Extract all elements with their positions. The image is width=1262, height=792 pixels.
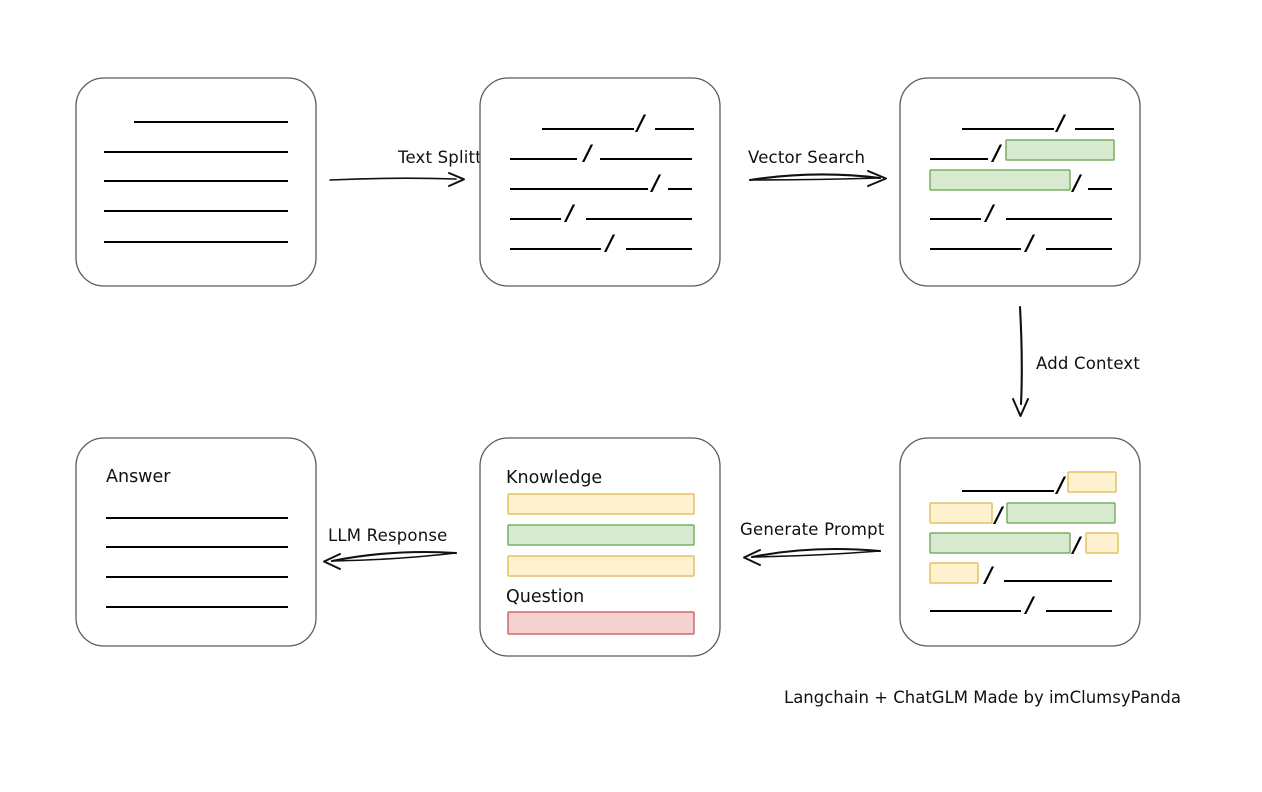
arrow-shaft-2 bbox=[751, 550, 881, 558]
separator-slash: / bbox=[1070, 171, 1083, 195]
edge-label-vector-search: Vector Search bbox=[748, 148, 865, 167]
edge-label-add-context: Add Context bbox=[1036, 354, 1140, 373]
highlight-chip-yellow bbox=[929, 562, 979, 584]
edge-llm-response: LLM Response bbox=[323, 526, 458, 570]
highlight-chip-green bbox=[1005, 139, 1115, 161]
separator-slash: / bbox=[1023, 593, 1036, 617]
edge-add-context: Add Context bbox=[1012, 305, 1140, 417]
diagram-caption: Langchain + ChatGLM Made by imClumsyPand… bbox=[784, 688, 1181, 707]
answer-label: Answer bbox=[106, 467, 171, 487]
edge-label-text-splitter: Text Splitter bbox=[397, 148, 499, 167]
arrow-shaft bbox=[750, 547, 882, 559]
arrow-head bbox=[1012, 398, 1029, 417]
separator-slash: / bbox=[1054, 111, 1067, 135]
knowledge-label: Knowledge bbox=[506, 468, 602, 488]
prompt-document-node: / / / / / bbox=[899, 437, 1141, 647]
highlight-chip-green bbox=[929, 169, 1071, 191]
edge-label-llm-response: LLM Response bbox=[328, 526, 448, 545]
separator-slash: / bbox=[990, 141, 1003, 165]
separator-slash: / bbox=[1023, 231, 1036, 255]
arrow-head bbox=[448, 172, 465, 187]
retrieved-document-node: / / / / / bbox=[899, 77, 1141, 287]
separator-slash: / bbox=[1070, 533, 1083, 557]
separator-slash: / bbox=[649, 171, 662, 195]
edge-vector-search: Vector Search bbox=[748, 148, 887, 187]
arrow-shaft bbox=[329, 177, 457, 181]
arrow-shaft-2 bbox=[749, 177, 881, 181]
separator-slash: / bbox=[634, 111, 647, 135]
separator-slash: / bbox=[603, 231, 616, 255]
highlight-chip-green bbox=[1006, 502, 1116, 524]
edge-text-splitter: Text Splitter bbox=[329, 148, 499, 187]
prompt-panel-node: Knowledge Question bbox=[479, 437, 721, 657]
separator-slash: / bbox=[563, 201, 576, 225]
edge-label-generate-prompt: Generate Prompt bbox=[740, 520, 885, 539]
source-document-node bbox=[75, 77, 317, 287]
arrow-head bbox=[323, 553, 341, 570]
knowledge-bar-yellow bbox=[507, 493, 695, 515]
arrow-shaft-2 bbox=[331, 552, 457, 562]
highlight-chip-green bbox=[929, 532, 1071, 554]
question-bar-red bbox=[507, 611, 695, 635]
knowledge-bar-green bbox=[507, 524, 695, 546]
arrow-head bbox=[743, 549, 761, 566]
answer-panel-box bbox=[75, 437, 317, 647]
separator-slash: / bbox=[982, 563, 995, 587]
highlight-chip-yellow bbox=[929, 502, 993, 524]
prompt-panel-box bbox=[479, 437, 721, 657]
source-document-box bbox=[75, 77, 317, 287]
split-document-node: / / / / / bbox=[479, 77, 721, 287]
edge-generate-prompt: Generate Prompt bbox=[740, 520, 885, 566]
arrow-shaft bbox=[1018, 305, 1023, 406]
split-document-box bbox=[479, 77, 721, 287]
separator-slash: / bbox=[581, 141, 594, 165]
separator-slash: / bbox=[983, 201, 996, 225]
highlight-chip-yellow bbox=[1085, 532, 1119, 554]
arrow-head bbox=[867, 170, 887, 187]
arrow-shaft bbox=[748, 173, 882, 182]
arrow-shaft bbox=[330, 550, 458, 563]
question-label: Question bbox=[506, 587, 584, 607]
knowledge-bar-yellow bbox=[507, 555, 695, 577]
separator-slash: / bbox=[992, 503, 1005, 527]
separator-slash: / bbox=[1054, 473, 1067, 497]
answer-panel-node: Answer bbox=[75, 437, 317, 647]
highlight-chip-yellow bbox=[1067, 471, 1117, 493]
